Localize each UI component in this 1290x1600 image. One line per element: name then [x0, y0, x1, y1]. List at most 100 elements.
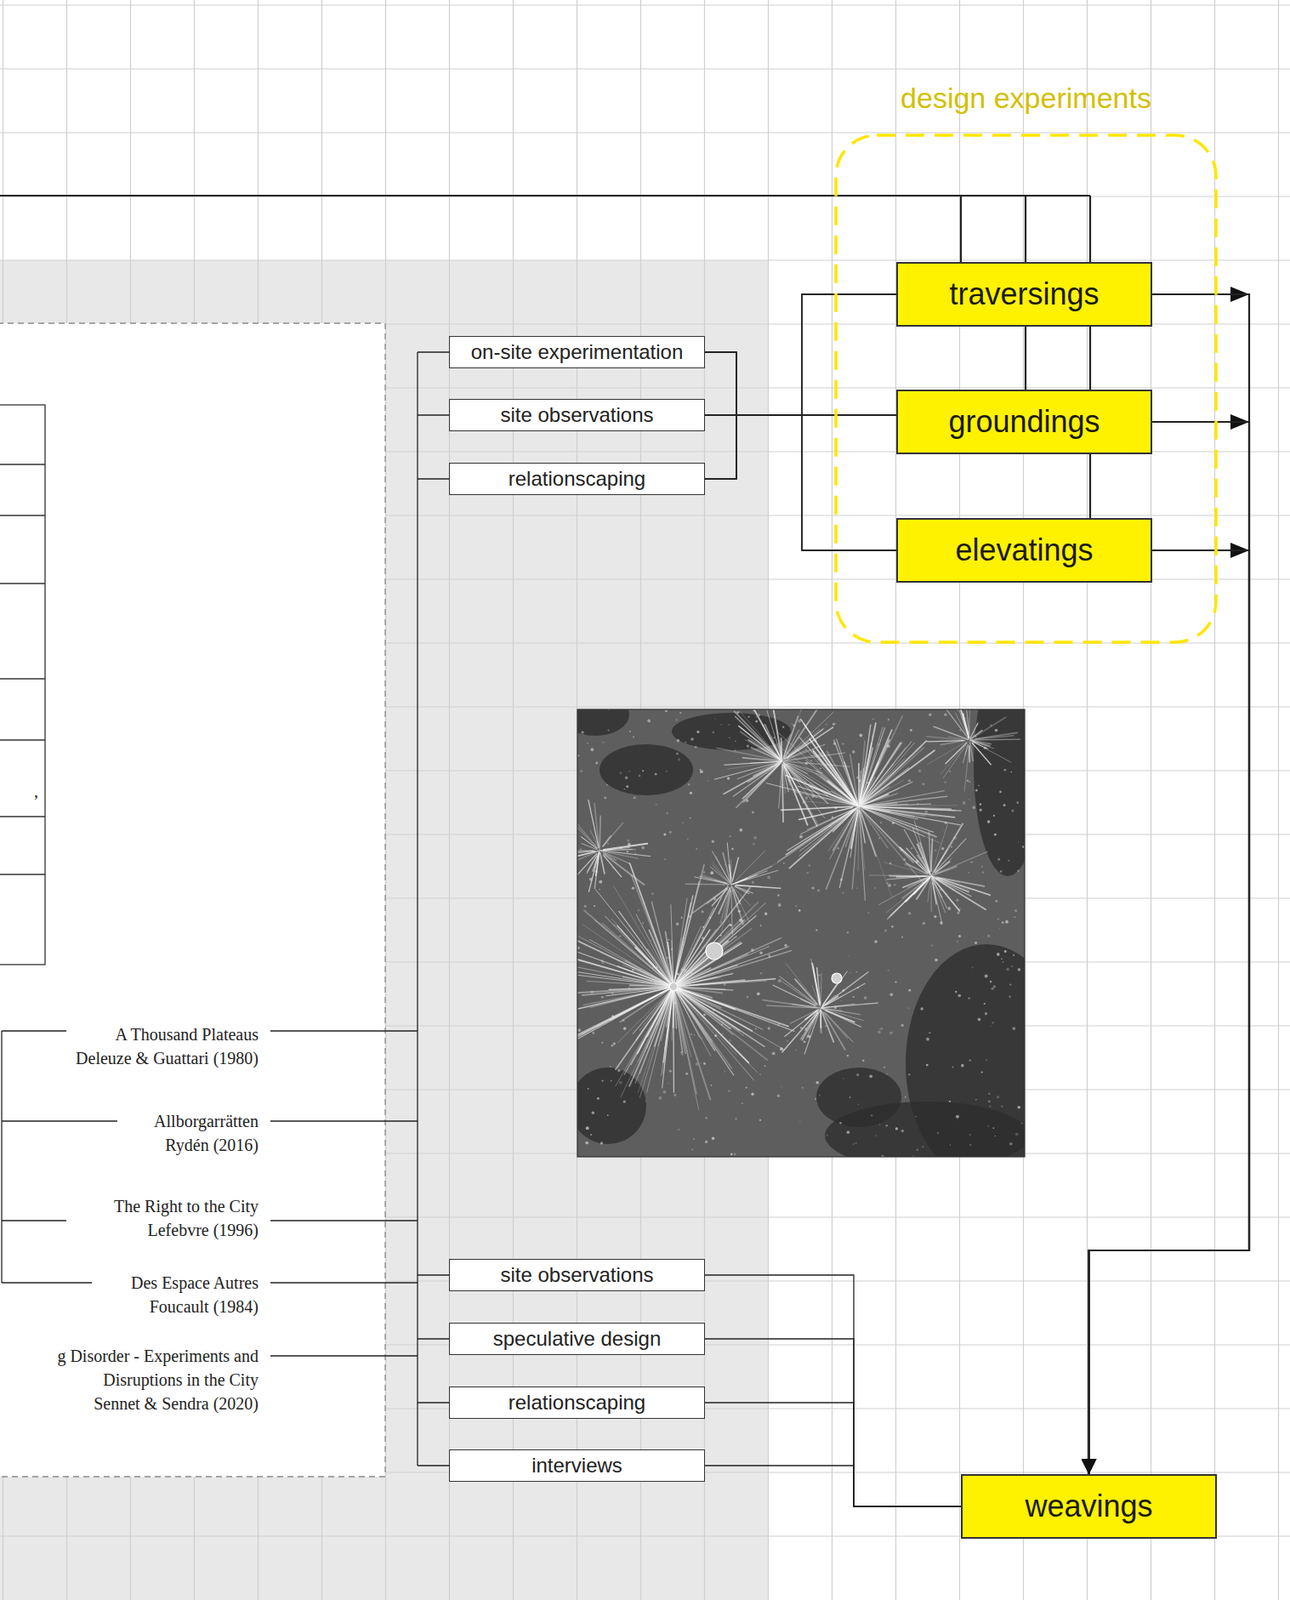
group-heading: design experiments — [783, 80, 1269, 115]
speck — [1001, 920, 1005, 924]
speck — [985, 1058, 988, 1061]
reference-author: Foucault (1984) — [149, 1294, 259, 1319]
speck — [694, 745, 698, 749]
speck — [863, 995, 868, 1000]
crystal-fibre — [934, 858, 952, 874]
crystal-fibre — [702, 874, 728, 883]
speck — [892, 1031, 894, 1034]
crystal-fibre — [809, 738, 858, 805]
speck — [975, 789, 978, 792]
box-label: elevatings — [954, 532, 1093, 569]
speck — [664, 709, 668, 712]
speck — [638, 774, 642, 778]
speck — [619, 1080, 623, 1085]
speck — [642, 769, 644, 772]
crystal-fibre — [732, 857, 739, 881]
method-box: speculative design — [448, 1322, 705, 1355]
speck — [690, 1033, 693, 1035]
speck — [723, 1070, 726, 1073]
speck — [784, 943, 787, 947]
crystal-fibre — [594, 920, 674, 987]
speck — [676, 751, 679, 755]
speck — [955, 897, 959, 901]
speck — [584, 904, 587, 908]
reference-title: Disruptions in the City — [102, 1367, 259, 1392]
speck — [937, 1131, 939, 1134]
speck — [590, 1133, 592, 1136]
connector — [704, 294, 897, 415]
speck — [990, 1024, 992, 1026]
speck — [767, 1026, 770, 1029]
speck — [825, 722, 828, 725]
speck — [901, 936, 904, 938]
speck — [949, 1144, 951, 1146]
speck — [997, 858, 1001, 861]
speck — [993, 984, 996, 988]
speck — [987, 934, 990, 938]
table-rule — [0, 514, 46, 516]
crystal-fibre — [733, 765, 778, 796]
speck — [645, 1099, 648, 1102]
speck — [842, 1077, 844, 1079]
speck — [734, 739, 737, 742]
speck — [767, 875, 771, 880]
speck — [786, 971, 788, 973]
speck — [681, 916, 683, 919]
speck — [655, 803, 658, 806]
speck — [910, 846, 913, 849]
speck — [1021, 1122, 1023, 1124]
crystal-fibre — [676, 941, 740, 984]
speck — [619, 935, 621, 938]
crystal-fibre — [787, 727, 834, 758]
speck — [887, 883, 892, 887]
speck — [760, 924, 762, 927]
speck — [987, 819, 990, 823]
speck — [663, 1090, 667, 1094]
crystal-fibre — [630, 984, 671, 986]
speck — [990, 987, 994, 990]
speck — [690, 737, 694, 741]
bus-line — [0, 194, 1091, 197]
crystal-fibre — [778, 732, 859, 806]
experiment-box: elevatings — [896, 517, 1153, 583]
speck — [875, 1134, 876, 1136]
speck — [815, 928, 818, 931]
speck — [601, 1041, 603, 1044]
crystal-fibre — [785, 806, 859, 854]
reference-author: Deleuze & Guattari (1980) — [75, 1045, 259, 1070]
speck — [1013, 915, 1016, 918]
speck — [863, 737, 864, 739]
speck — [695, 847, 698, 850]
grid-line — [0, 131, 1290, 133]
speck — [988, 1105, 991, 1108]
reference-title: The Right to the City — [113, 1193, 259, 1218]
speck — [727, 920, 729, 921]
top-bus — [0, 195, 1091, 262]
speck — [711, 731, 715, 734]
crystal-fibre — [674, 928, 752, 986]
speck — [978, 808, 982, 812]
speck — [920, 1006, 923, 1010]
crystal-fibre — [824, 994, 836, 1005]
speck — [753, 835, 757, 840]
dark-patch — [577, 709, 630, 736]
speck — [681, 821, 683, 823]
speck — [893, 883, 897, 887]
speck — [1005, 920, 1009, 924]
crystal-fibre — [859, 739, 890, 806]
crystal-fibre — [869, 874, 929, 876]
bus-tick — [417, 1337, 449, 1339]
crystal-fibre — [724, 761, 782, 765]
speck — [852, 995, 854, 998]
result-box: weavings — [960, 1473, 1217, 1539]
speck — [602, 741, 604, 744]
speck — [801, 1086, 804, 1089]
grid-line — [0, 259, 1290, 261]
speck — [802, 1039, 806, 1043]
speck — [847, 954, 849, 956]
speck — [970, 861, 972, 864]
crystal-fibre — [615, 992, 671, 1086]
speck — [647, 719, 651, 723]
crystal-fibre — [577, 850, 598, 863]
grid-line — [1086, 0, 1088, 1600]
